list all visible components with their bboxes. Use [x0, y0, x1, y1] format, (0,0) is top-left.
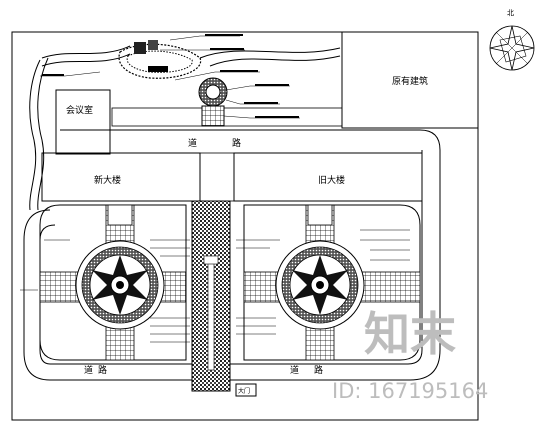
walkway-median [207, 259, 215, 371]
compass-rose [489, 25, 535, 71]
right-courtyard [243, 204, 421, 361]
round-pavilion [205, 84, 221, 100]
existing-building-block [341, 31, 479, 129]
new-building-label: 新大楼 [94, 174, 121, 186]
left-plaza [39, 204, 187, 361]
service-strip [111, 107, 343, 127]
pavilion-steps [201, 105, 225, 127]
watermark-brand: 知末 [364, 307, 456, 361]
road-top-label-2: 路 [232, 137, 241, 149]
pond [148, 66, 168, 72]
rock-garden [118, 43, 202, 79]
building-link [199, 152, 235, 202]
annotation-text [42, 34, 299, 118]
old-building-label: 旧大楼 [318, 174, 345, 186]
gate-label: 大门 [238, 387, 250, 395]
meeting-room-label: 会议室 [66, 104, 93, 116]
garden-path [37, 57, 49, 211]
road-bottom-right-2: 路 [314, 364, 323, 376]
garden-path [29, 59, 41, 211]
pavilion [134, 42, 146, 54]
walkway-median-cap [203, 255, 219, 265]
perimeter-road-outer [23, 129, 441, 381]
garden-path [41, 45, 341, 59]
watermark-id: ID: 167195164 [332, 379, 488, 403]
perimeter-road-inner [39, 150, 423, 365]
left-courtyard [39, 204, 187, 361]
right-plaza [243, 204, 421, 361]
north-label: 北 [507, 9, 514, 17]
pavilion [148, 40, 158, 50]
meeting-room-block [55, 89, 111, 155]
existing-building-label: 原有建筑 [392, 75, 428, 87]
garden-path [41, 53, 341, 67]
road-bottom-left-1: 道 [84, 364, 93, 376]
plaza-annotations [20, 229, 410, 343]
road-bottom-right-1: 道 [290, 364, 299, 376]
road-top-label-1: 道 [188, 137, 197, 149]
rock-garden [126, 50, 193, 73]
site-boundary [11, 31, 479, 421]
main-gate [235, 383, 257, 397]
road-bottom-left-2: 路 [98, 364, 107, 376]
